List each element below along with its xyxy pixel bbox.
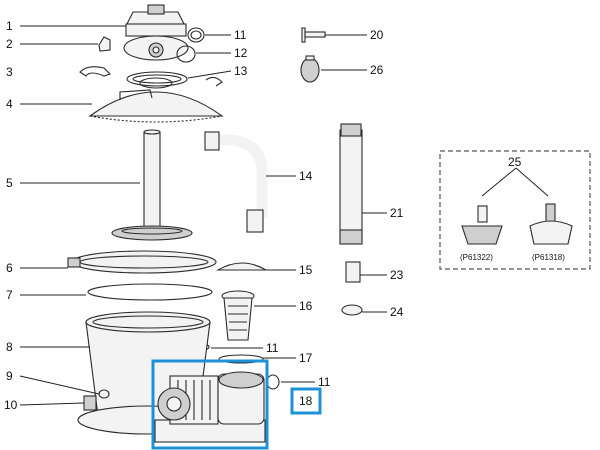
part-10-drain-cap xyxy=(83,395,97,411)
label-part-3: 3 xyxy=(6,65,13,79)
part-17-seal xyxy=(218,354,264,364)
part-11-oring-top xyxy=(187,27,205,43)
label-part-17: 17 xyxy=(299,351,313,365)
part-3-clamp xyxy=(79,66,223,87)
part-26-knob xyxy=(300,55,320,83)
label-part-11-top: 11 xyxy=(234,28,247,42)
label-part-8: 8 xyxy=(6,340,13,354)
label-part-7: 7 xyxy=(6,288,13,302)
label-part-11-pump: 11 xyxy=(318,375,331,389)
part-12-oring xyxy=(176,45,196,63)
label-part-15: 15 xyxy=(299,263,313,277)
variant-left-label: (P61322) xyxy=(460,253,493,262)
part-6-clamp-ring xyxy=(67,250,217,274)
label-part-11-middle: 11 xyxy=(266,341,279,355)
label-part-18: 18 xyxy=(299,394,313,408)
part-15-strainer-lid xyxy=(215,262,269,271)
label-part-10: 10 xyxy=(4,398,18,412)
part-1-multiport-valve xyxy=(123,4,189,61)
inset-part-25: 25 (P61322) (P61318) xyxy=(439,150,591,270)
label-part-4: 4 xyxy=(6,97,13,111)
part-16-strainer-basket xyxy=(221,290,255,341)
label-part-9: 9 xyxy=(6,369,13,383)
part-labels: 1 2 3 4 5 6 7 8 9 10 11 12 13 14 15 16 1… xyxy=(4,19,404,412)
part-5-lateral-assembly xyxy=(111,129,193,241)
label-part-12: 12 xyxy=(234,46,248,60)
variant-left-part xyxy=(461,205,503,245)
variant-right-part xyxy=(529,203,573,245)
label-part-16: 16 xyxy=(299,299,313,313)
part-23-adapter xyxy=(345,261,361,283)
label-part-20: 20 xyxy=(370,28,384,42)
label-part-13: 13 xyxy=(234,64,248,78)
label-part-21: 21 xyxy=(390,206,404,220)
highlight-box-pump xyxy=(151,359,269,450)
part-11-oring-pump xyxy=(266,374,280,390)
label-part-23: 23 xyxy=(390,268,404,282)
part-7-tank-oring xyxy=(87,283,213,301)
part-14-hose xyxy=(204,131,268,233)
inset-frame xyxy=(439,150,591,270)
label-part-1: 1 xyxy=(6,19,13,33)
part-18-pump xyxy=(154,371,266,443)
label-part-5: 5 xyxy=(6,176,13,190)
part-20-screw xyxy=(301,27,326,43)
leader-lines xyxy=(19,25,387,406)
part-24-clamp xyxy=(341,304,363,316)
part-13-gasket xyxy=(126,71,188,87)
label-part-24: 24 xyxy=(390,305,404,319)
part-2-pressure-knob xyxy=(98,36,111,52)
label-part-14: 14 xyxy=(299,169,313,183)
label-part-26: 26 xyxy=(370,63,384,77)
part-9-drain xyxy=(98,389,110,399)
part-4-tank-lid xyxy=(88,77,224,123)
label-part-6: 6 xyxy=(6,261,13,275)
highlight-box-label-18 xyxy=(290,387,322,415)
inset-number: 25 xyxy=(508,155,522,169)
label-part-2: 2 xyxy=(6,37,13,51)
variant-right-label: (P61318) xyxy=(532,253,565,262)
part-21-pipe xyxy=(339,123,363,245)
